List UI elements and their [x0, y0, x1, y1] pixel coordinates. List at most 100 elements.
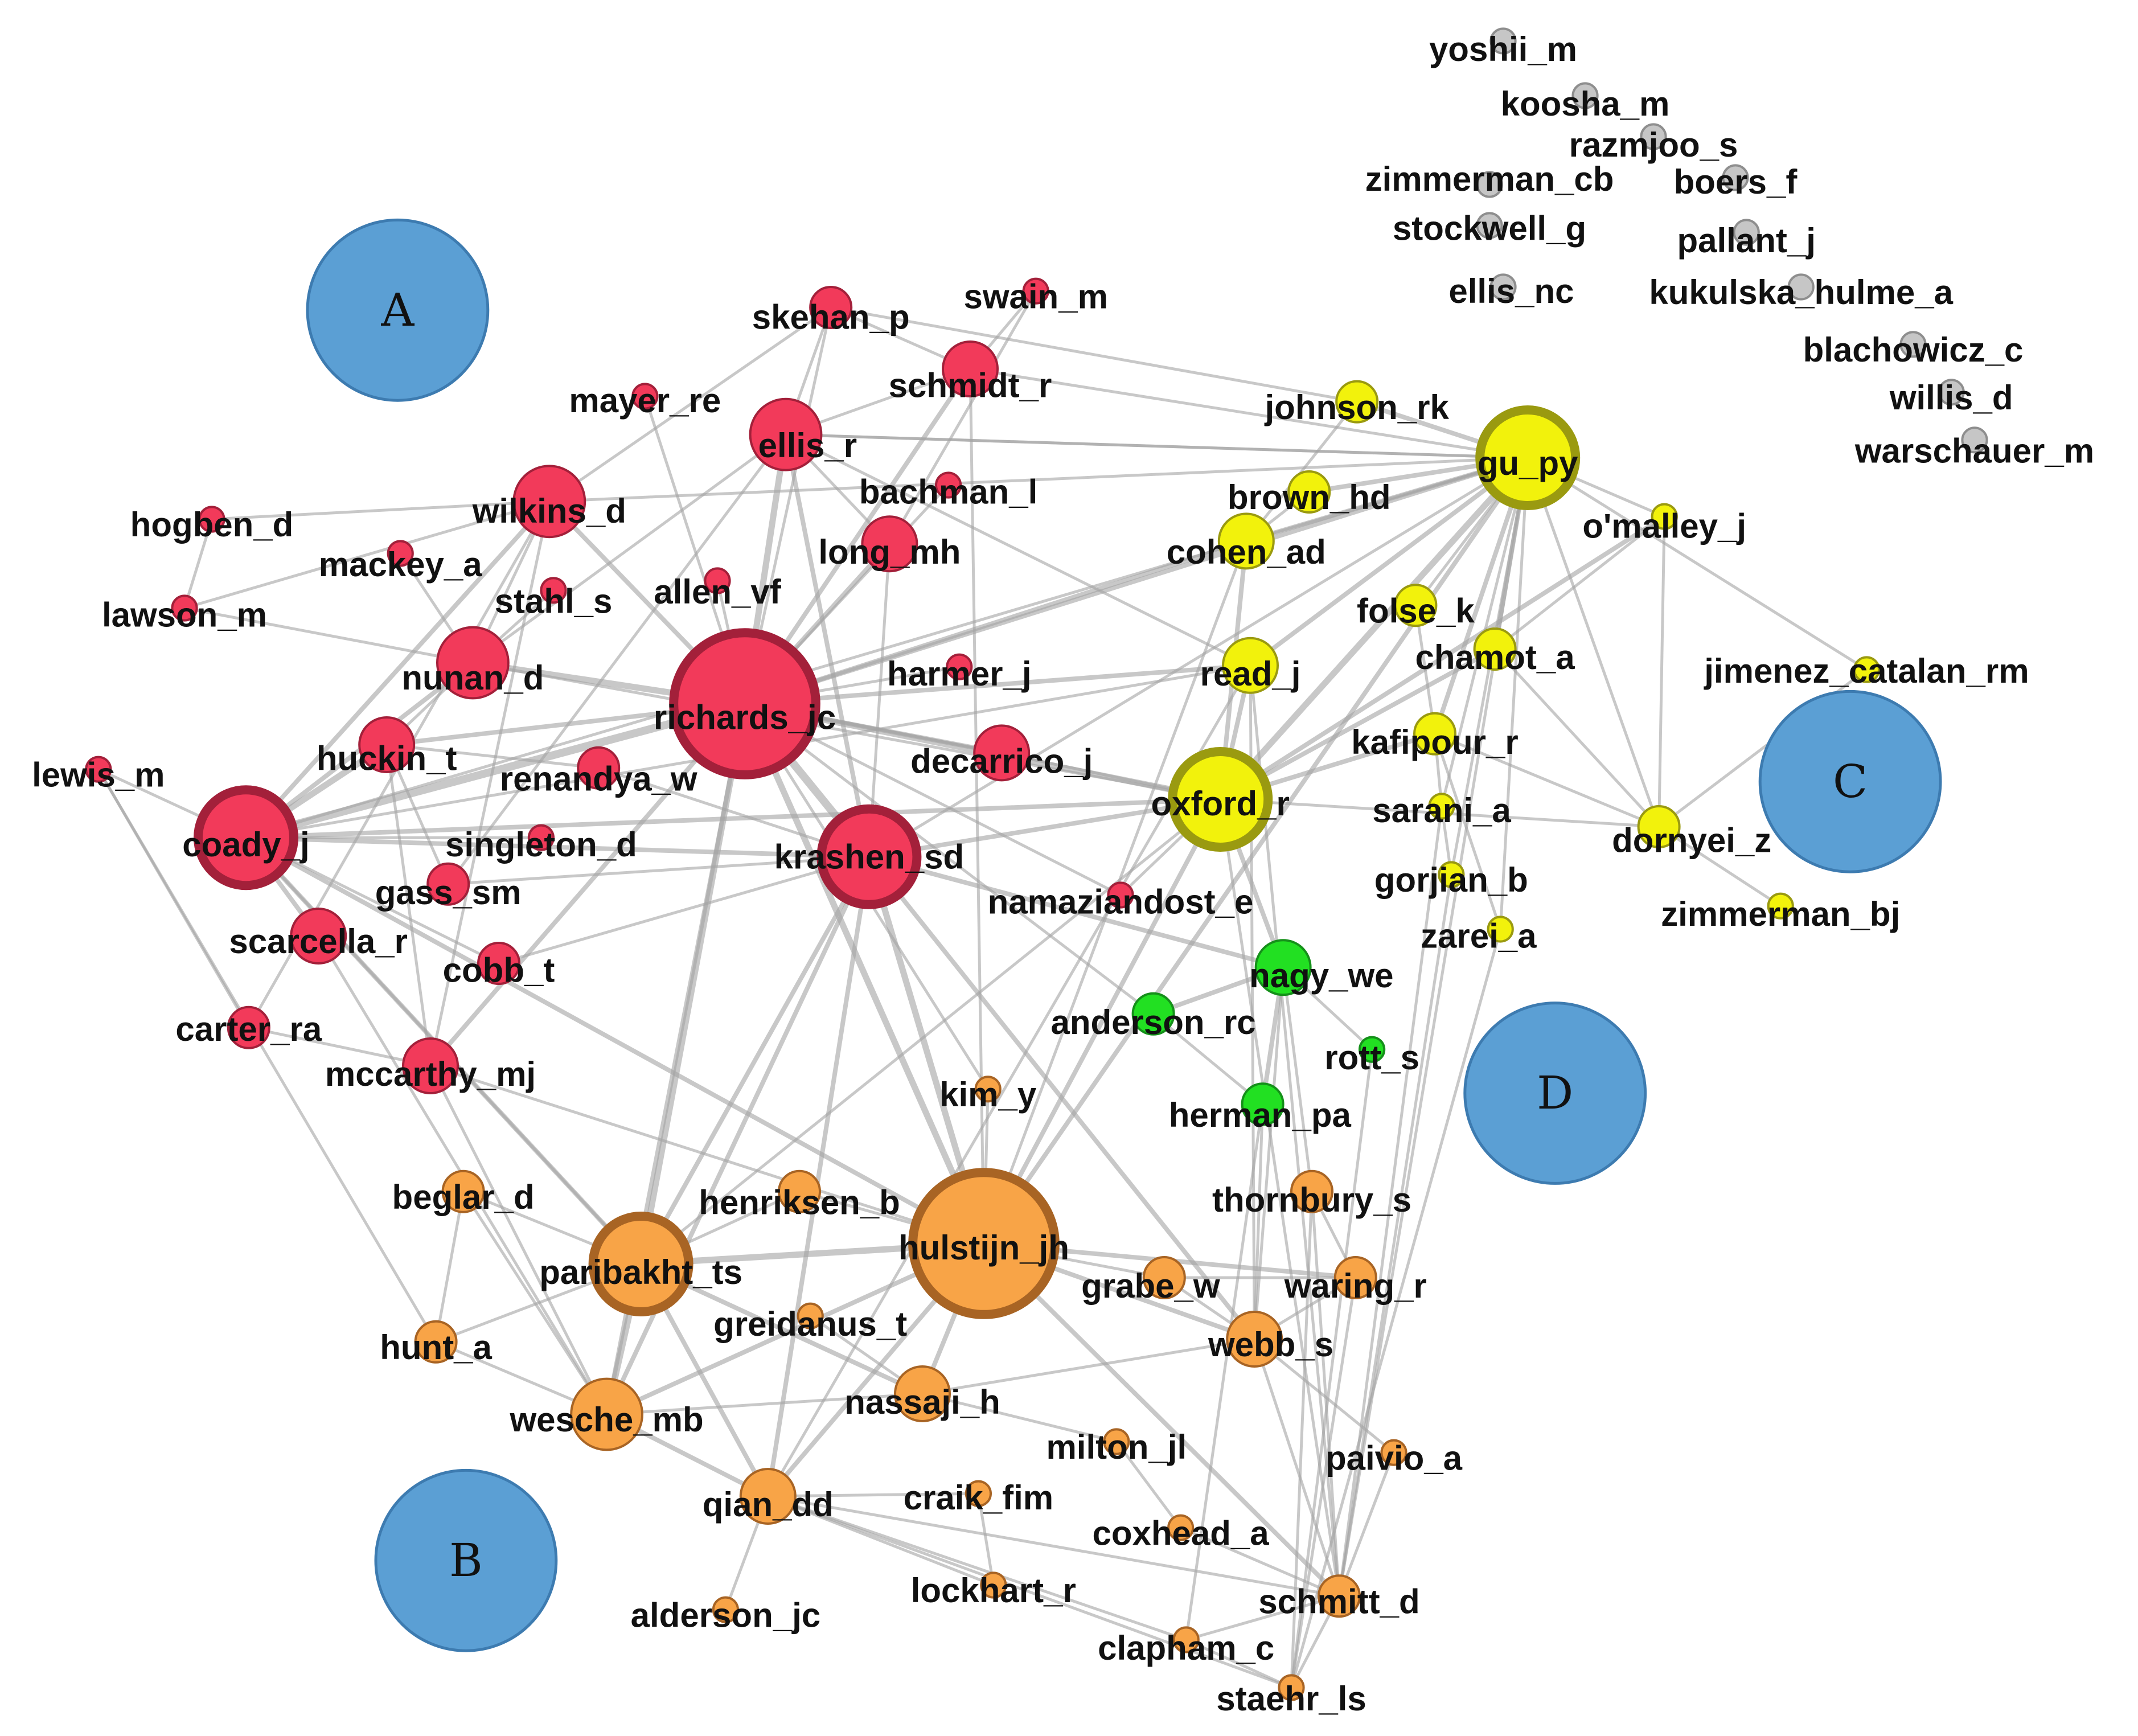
node-swain_m[interactable]	[1022, 277, 1049, 305]
node-yoshii_m[interactable]	[1489, 27, 1517, 55]
node-skehan_p[interactable]	[809, 286, 853, 329]
node-rott_s[interactable]	[1359, 1036, 1386, 1063]
node-razmjoo_s[interactable]	[1640, 123, 1667, 150]
edge-krashen_sd-gu_py	[868, 456, 1529, 858]
node-nagy_we[interactable]	[1254, 939, 1312, 996]
cluster-c-circle	[1758, 690, 1942, 873]
node-nassaji_h[interactable]	[894, 1365, 951, 1422]
node-gorjian_b[interactable]	[1438, 861, 1465, 888]
node-sarani_a[interactable]	[1428, 793, 1455, 820]
node-renandya_w[interactable]	[577, 746, 621, 790]
node-label-ellis_r: ellis_r	[758, 426, 857, 465]
edge-krashen_sd-paribakht_ts	[639, 855, 871, 1265]
node-waring_r[interactable]	[1333, 1256, 1377, 1299]
node-willis_d[interactable]	[1938, 379, 1965, 406]
node-milton_jl[interactable]	[1103, 1428, 1130, 1455]
node-label-hulstijn_jh: hulstijn_jh	[898, 1229, 1069, 1267]
node-label-ellis_nc: ellis_nc	[1448, 272, 1574, 310]
node-bachman_l[interactable]	[935, 471, 962, 499]
node-hunt_a[interactable]	[414, 1320, 458, 1364]
node-decarrico_j[interactable]	[973, 724, 1031, 782]
node-webb_s[interactable]	[1226, 1311, 1283, 1368]
node-mayer_re[interactable]	[631, 383, 659, 410]
node-long_mh[interactable]	[861, 515, 918, 573]
node-zimmerman_bj[interactable]	[1767, 892, 1794, 920]
node-cohen_ad[interactable]	[1217, 512, 1275, 570]
node-allen_vf[interactable]	[704, 567, 731, 594]
node-label-scarcella_r: scarcella_r	[229, 922, 408, 961]
node-chamot_a[interactable]	[1473, 627, 1517, 671]
node-huckin_t[interactable]	[358, 716, 416, 773]
node-kim_y[interactable]	[974, 1076, 1002, 1103]
node-coady_j[interactable]	[194, 785, 298, 890]
node-harmer_j[interactable]	[946, 653, 973, 680]
node-warschauer_m[interactable]	[1961, 426, 1988, 454]
node-kukulska_hulme_a[interactable]	[1787, 273, 1815, 301]
node-thornbury_s[interactable]	[1290, 1169, 1333, 1213]
node-o_malley_j[interactable]	[1651, 503, 1678, 530]
node-koosha_m[interactable]	[1571, 82, 1599, 109]
node-nunan_d[interactable]	[436, 626, 510, 700]
node-label-boers_f: boers_f	[1674, 163, 1798, 201]
node-alderson_jc[interactable]	[712, 1596, 740, 1623]
node-schmidt_r[interactable]	[942, 340, 999, 397]
node-stahl_s[interactable]	[540, 577, 567, 604]
node-hogben_d[interactable]	[198, 506, 225, 533]
node-kafipour_r[interactable]	[1413, 712, 1456, 756]
node-label-schmitt_d: schmitt_d	[1258, 1582, 1419, 1620]
node-folse_k[interactable]	[1394, 584, 1438, 627]
edge-nunan_d-lawson_m	[184, 606, 473, 664]
node-jimenez_catalan_rm[interactable]	[1853, 656, 1880, 683]
node-pallant_j[interactable]	[1733, 219, 1760, 246]
node-cobb_t[interactable]	[477, 942, 520, 985]
node-read_j[interactable]	[1222, 637, 1279, 694]
node-grabe_w[interactable]	[1142, 1256, 1186, 1299]
node-paribakht_ts[interactable]	[588, 1212, 693, 1316]
node-ellis_nc[interactable]	[1489, 273, 1517, 301]
node-boers_f[interactable]	[1722, 164, 1749, 191]
node-carter_ra[interactable]	[227, 1006, 270, 1049]
node-mccarthy_mj[interactable]	[402, 1037, 459, 1094]
node-henriksen_b[interactable]	[778, 1169, 821, 1213]
edge-webb_s-paivio_a	[1253, 1338, 1395, 1454]
node-lockhart_r[interactable]	[980, 1571, 1007, 1599]
node-label-craik_fim: craik_fim	[904, 1479, 1054, 1517]
node-lewis_m[interactable]	[85, 756, 112, 783]
edge-richards_jc-coady_j	[245, 700, 746, 842]
node-zarei_a[interactable]	[1487, 916, 1514, 943]
node-clapham_c[interactable]	[1172, 1626, 1200, 1653]
node-wesche_mb[interactable]	[570, 1377, 643, 1451]
node-herman_pa[interactable]	[1241, 1082, 1285, 1126]
node-gu_py[interactable]	[1475, 405, 1581, 510]
node-lawson_m[interactable]	[171, 594, 198, 622]
node-brown_hd[interactable]	[1287, 470, 1331, 514]
node-coxhead_a[interactable]	[1167, 1514, 1195, 1541]
node-greidanus_t[interactable]	[797, 1302, 824, 1329]
node-zimmerman_cb[interactable]	[1476, 171, 1503, 198]
node-craik_fim[interactable]	[965, 1480, 992, 1507]
node-wilkins_d[interactable]	[512, 465, 586, 539]
node-paivio_a[interactable]	[1380, 1439, 1407, 1466]
node-johnson_rk[interactable]	[1335, 380, 1379, 424]
node-staehr_ls[interactable]	[1278, 1674, 1305, 1701]
node-ellis_r[interactable]	[749, 397, 823, 471]
node-schmitt_d[interactable]	[1318, 1574, 1361, 1618]
node-anderson_rc[interactable]	[1131, 992, 1175, 1036]
node-blachowicz_c[interactable]	[1899, 331, 1927, 358]
node-richards_jc[interactable]	[669, 628, 820, 779]
node-beglar_d[interactable]	[441, 1169, 485, 1213]
node-scarcella_r[interactable]	[290, 908, 347, 965]
node-singleton_d[interactable]	[527, 824, 555, 851]
node-gass_sm[interactable]	[426, 862, 470, 906]
node-dornyei_z[interactable]	[1637, 805, 1681, 848]
edge-gu_py-dornyei_z	[1526, 457, 1660, 827]
node-namaziandost_e[interactable]	[1107, 881, 1134, 909]
edge-schmitt_d-coxhead_a	[1180, 1526, 1340, 1598]
node-krashen_sd[interactable]	[816, 804, 922, 909]
node-layer	[85, 27, 1988, 1701]
node-oxford_r[interactable]	[1168, 747, 1273, 852]
node-stockwell_g[interactable]	[1476, 212, 1503, 239]
node-mackey_a[interactable]	[387, 540, 414, 567]
node-qian_dd[interactable]	[739, 1468, 797, 1525]
node-hulstijn_jh[interactable]	[908, 1168, 1060, 1319]
